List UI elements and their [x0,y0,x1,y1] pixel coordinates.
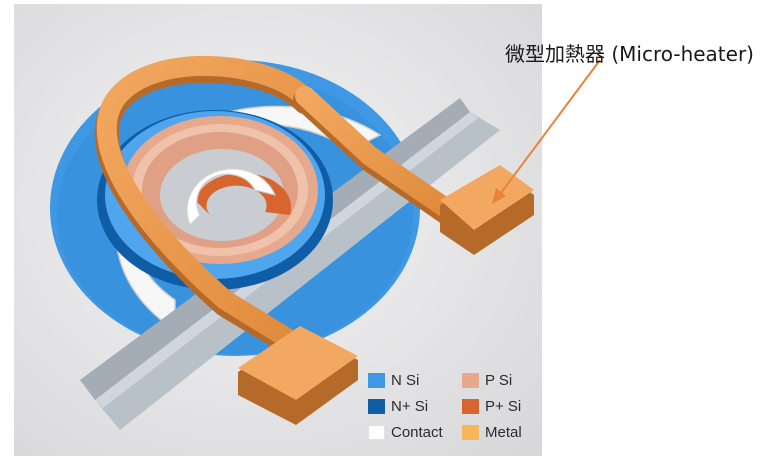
legend-swatch [462,398,479,414]
heater-pad-left [238,326,358,400]
legend-label: Contact [391,423,443,441]
annotation-arrow-head [492,188,506,204]
legend: N Si P Si N+ Si P+ Si Contact Metal [368,370,542,442]
heater-loop-top [96,56,315,356]
legend-item-metal: Metal [462,422,542,442]
micro-heater-label: 微型加熱器 (Micro-heater) [505,42,754,66]
inner-contact-ring [186,168,277,227]
legend-swatch [462,372,479,388]
legend-label: P+ Si [485,397,522,415]
legend-swatch [368,398,385,414]
legend-swatch [368,424,385,440]
annotation-arrow-line [497,59,601,198]
legend-label: P Si [485,371,513,389]
legend-item-n-plus-si: N+ Si [368,396,462,416]
heater-arm-right-top [295,86,460,221]
legend-swatch [462,424,479,440]
legend-item-n-si: N Si [368,370,462,390]
legend-label: N Si [391,371,420,389]
legend-swatch [368,372,385,388]
legend-item-p-plus-si: P+ Si [462,396,542,416]
legend-item-contact: Contact [368,422,462,442]
legend-label: Metal [485,423,522,441]
legend-label: N+ Si [391,397,429,415]
legend-item-p-si: P Si [462,370,542,390]
